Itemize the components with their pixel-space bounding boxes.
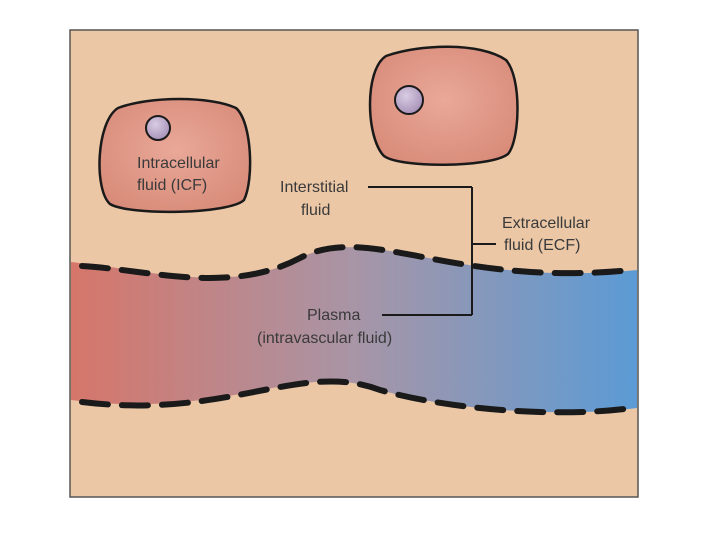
cell-membrane: [368, 45, 519, 166]
icf-label-line2: fluid (ICF): [137, 177, 207, 194]
cell-right: [368, 45, 519, 166]
cell-membrane: [98, 97, 252, 214]
nucleus-icon: [394, 85, 424, 115]
plasma-label-line2: (intravascular fluid): [257, 330, 392, 347]
ecf-label-line1: Extracellular: [502, 215, 591, 232]
vessel-wall-bottom: [79, 378, 635, 416]
interstitial-label-line2: fluid: [301, 202, 330, 219]
ecf-bracket: [368, 186, 496, 316]
vessel-wall-top: [79, 244, 635, 281]
interstitial-label-line1: Interstitial: [280, 179, 348, 196]
plasma-label-line1: Plasma: [307, 307, 360, 324]
cell-left: [98, 97, 252, 214]
blood-vessel: [71, 247, 637, 413]
ecf-label-line2: fluid (ECF): [504, 237, 580, 254]
nucleus-icon: [145, 115, 171, 141]
icf-label-line1: Intracellular: [137, 155, 220, 172]
